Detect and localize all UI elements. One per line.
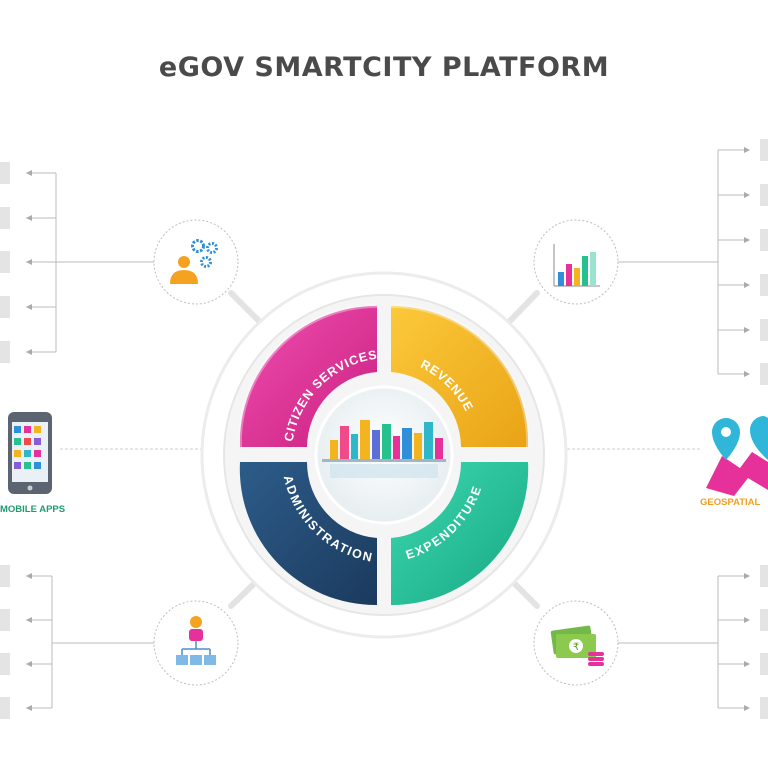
top-right-block	[760, 319, 768, 341]
top-left-block	[0, 162, 10, 184]
bottom-right-block	[760, 697, 768, 719]
bottom-left-block	[0, 565, 10, 587]
segment-expenditure[interactable]	[391, 462, 529, 606]
top-left-arrow-icon	[26, 259, 32, 265]
bottom-right-arrow-icon	[744, 705, 750, 711]
top-left-arrow-icon	[26, 349, 32, 355]
bottom-left-arrow-icon	[26, 661, 32, 667]
user-gears-icon	[170, 239, 218, 284]
top-right-block	[760, 139, 768, 161]
top-right-arrow-icon	[744, 371, 750, 377]
bottom-right-block	[760, 565, 768, 587]
top-right-arrow-icon	[744, 327, 750, 333]
top-left-block	[0, 296, 10, 318]
bottom-left-arrow-icon	[26, 705, 32, 711]
bottom-left-block	[0, 609, 10, 631]
bottom-left-arrow-icon	[26, 573, 32, 579]
top-right-arrow-icon	[744, 192, 750, 198]
bottom-left-arrow-icon	[26, 617, 32, 623]
org-hierarchy-icon	[176, 616, 216, 665]
mobile-apps-label: MOBILE APPS	[0, 504, 66, 515]
bottom-right-arrow-icon	[744, 573, 750, 579]
top-left-block	[0, 251, 10, 273]
bottom-right-block	[760, 609, 768, 631]
satellite-top-left[interactable]	[153, 219, 239, 305]
top-right-block	[760, 363, 768, 385]
segment-administration[interactable]	[239, 462, 377, 606]
rupee-money-icon: ₹	[550, 625, 604, 666]
bottom-left-block	[0, 697, 10, 719]
top-right-block	[760, 184, 768, 206]
bottom-right-arrow-icon	[744, 617, 750, 623]
mobile-phone-icon[interactable]	[8, 412, 52, 494]
top-right-arrow-icon	[744, 237, 750, 243]
top-left-arrow-icon	[26, 170, 32, 176]
segment-revenue[interactable]	[390, 303, 531, 448]
bottom-right-arrow-icon	[744, 661, 750, 667]
top-right-block	[760, 229, 768, 251]
bottom-left-block	[0, 653, 10, 675]
branch-connectors	[0, 139, 768, 719]
satellite-top-right[interactable]	[533, 219, 619, 305]
top-right-block	[760, 274, 768, 296]
segment-citizen-services[interactable]	[237, 303, 378, 448]
bar-chart-icon	[553, 244, 600, 287]
page-title: eGOV SMARTCITY PLATFORM	[158, 52, 610, 83]
city-skyline-icon	[314, 385, 454, 525]
bottom-right-block	[760, 653, 768, 675]
top-right-arrow-icon	[744, 147, 750, 153]
svg-text:₹: ₹	[573, 642, 579, 653]
top-right-arrow-icon	[744, 282, 750, 288]
top-left-block	[0, 341, 10, 363]
map-pin-icon[interactable]	[706, 416, 768, 496]
top-left-arrow-icon	[26, 304, 32, 310]
top-left-arrow-icon	[26, 215, 32, 221]
top-left-block	[0, 207, 10, 229]
geospatial-label: GEOSPATIAL	[700, 497, 761, 508]
